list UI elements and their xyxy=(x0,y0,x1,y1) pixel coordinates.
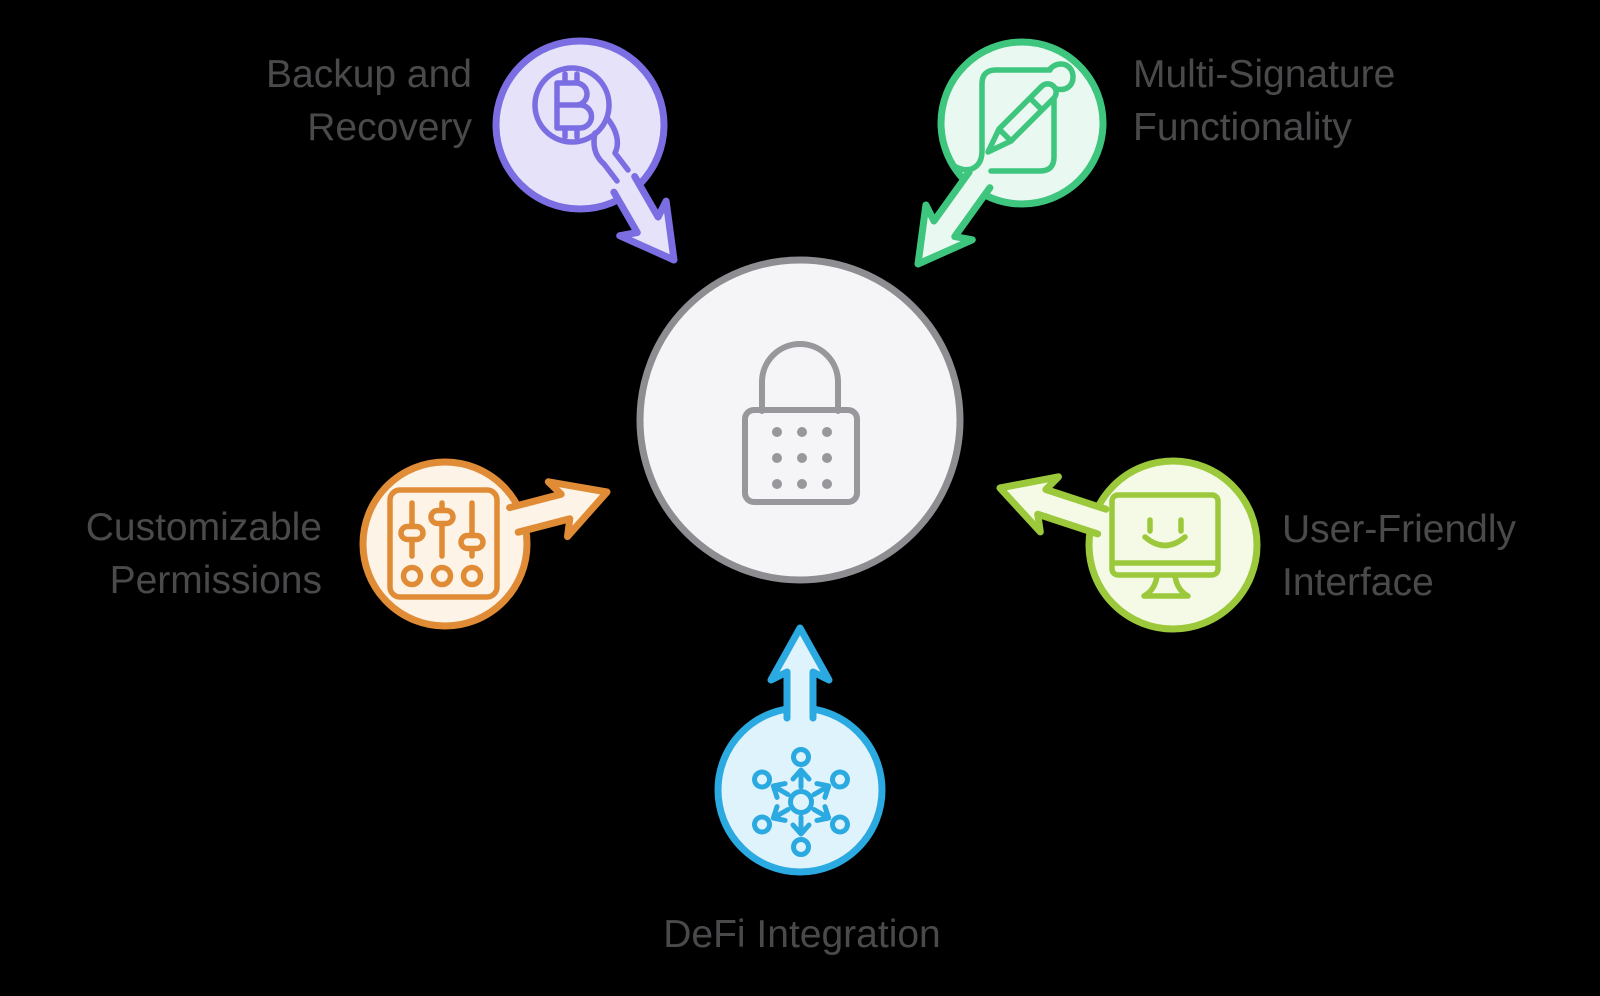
label-line: User-Friendly xyxy=(1282,508,1517,551)
smiley-eyes xyxy=(1147,517,1184,534)
label-line: Permissions xyxy=(109,559,322,602)
backup-circle xyxy=(492,37,668,213)
label-line: Functionality xyxy=(1133,106,1352,149)
padlock-body xyxy=(742,407,860,505)
permissions-circle xyxy=(359,458,531,630)
node-multi-signature xyxy=(914,38,1107,268)
sliders-panel xyxy=(387,487,500,600)
monitor-screen xyxy=(1109,492,1221,578)
document-sheet xyxy=(953,61,1076,174)
node-user-friendly xyxy=(996,457,1261,633)
multisig-arrow xyxy=(914,168,994,268)
node-backup-and-recovery xyxy=(492,37,678,264)
pen xyxy=(985,81,1059,155)
smiley-mouth xyxy=(1142,534,1188,549)
monitor-smiley-icon xyxy=(1109,492,1221,599)
label-defi-integration: DeFi Integration xyxy=(663,908,940,961)
network-hub xyxy=(788,789,814,815)
label-user-friendly-interface: User-Friendly Interface xyxy=(1282,503,1516,609)
center-node xyxy=(636,256,964,584)
slider-knob-2 xyxy=(428,507,456,527)
padlock-icon xyxy=(742,341,860,505)
panel-dot-2 xyxy=(430,564,454,588)
padlock-shackle xyxy=(759,341,841,414)
label-line: Multi-Signature xyxy=(1133,53,1396,96)
network-spoke xyxy=(752,769,791,800)
label-line: Customizable xyxy=(85,506,322,549)
label-backup-and-recovery: Backup and Recovery xyxy=(266,48,472,154)
decentralized-network-icon xyxy=(752,747,850,857)
label-line: Interface xyxy=(1282,561,1434,604)
panel-dot-3 xyxy=(460,564,484,588)
label-line: Recovery xyxy=(307,106,472,149)
hand-holding-bitcoin-icon xyxy=(532,65,631,184)
center-circle xyxy=(636,256,964,584)
label-line: Backup and xyxy=(266,53,472,96)
document-pen-icon xyxy=(953,61,1076,174)
slider-knob-1 xyxy=(398,523,426,543)
interface-arrow xyxy=(996,473,1110,538)
hand-fingers xyxy=(591,115,631,184)
network-spoke xyxy=(790,747,812,790)
backup-arrow xyxy=(610,173,678,264)
node-defi-integration xyxy=(714,624,886,876)
bitcoin-coin-circle xyxy=(532,65,612,145)
permissions-arrow xyxy=(506,478,611,541)
network-spoke xyxy=(752,804,791,835)
label-line: DeFi Integration xyxy=(663,913,941,956)
label-multi-signature: Multi-Signature Functionality xyxy=(1133,48,1395,154)
bitcoin-b-glyph xyxy=(554,71,595,140)
label-customizable-permissions: Customizable Permissions xyxy=(86,501,322,607)
padlock-keypad-dots xyxy=(772,427,832,489)
slider-knob-3 xyxy=(458,532,486,552)
sliders-control-panel-icon xyxy=(387,487,500,600)
monitor-stand xyxy=(1141,573,1191,599)
network-spoke xyxy=(811,769,850,800)
defi-arrow xyxy=(767,624,833,722)
network-spoke xyxy=(790,814,812,857)
network-spoke xyxy=(811,804,850,835)
panel-dot-1 xyxy=(400,564,424,588)
node-customizable-permissions xyxy=(359,458,611,630)
